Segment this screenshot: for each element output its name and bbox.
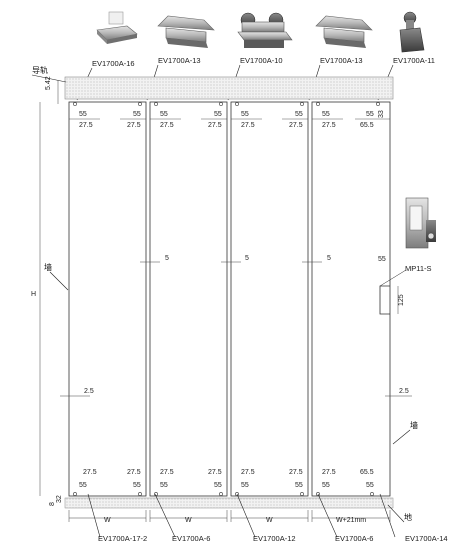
- dim-27-5: 27.5: [127, 122, 141, 129]
- part-label-top-2: EV1700A-13: [158, 56, 201, 65]
- part-label-bottom-1: EV1700A-17-2: [98, 534, 147, 543]
- dim-55: 55: [133, 111, 141, 118]
- width-w-last: W+21mm: [336, 517, 366, 524]
- svg-text:27.5: 27.5: [322, 469, 336, 476]
- end-roller-icon: [399, 11, 425, 53]
- mounting-holes: [73, 102, 380, 496]
- latch-lock-icon: [405, 197, 436, 249]
- svg-text:55: 55: [366, 482, 374, 489]
- svg-text:55: 55: [160, 482, 168, 489]
- svg-text:27.5: 27.5: [208, 469, 222, 476]
- part-label-bottom-4: EV1700A-6: [335, 534, 373, 543]
- svg-text:55: 55: [133, 482, 141, 489]
- svg-text:55: 55: [295, 482, 303, 489]
- svg-text:65.5: 65.5: [360, 469, 374, 476]
- handle-label: MP11-S: [405, 264, 432, 273]
- roller-carriage-icon: [237, 12, 293, 48]
- width-dims: [68, 510, 391, 522]
- gap-5-dim: 5: [245, 255, 249, 262]
- dim-55: 55: [322, 111, 330, 118]
- handle-125-dim: 125: [398, 294, 405, 306]
- handle-cutout: [379, 285, 390, 315]
- panel-4: [311, 101, 391, 497]
- gap-2-5-dim-left: 2.5: [84, 388, 94, 395]
- height-label: H: [31, 291, 36, 298]
- panel-1: [68, 101, 147, 497]
- floor-strip: [64, 497, 394, 509]
- dim-27-5: 27.5: [241, 122, 255, 129]
- panel-2: [149, 101, 228, 497]
- rail-clamp-icon: [315, 15, 373, 48]
- part-label-top-1: EV1700A-16: [92, 59, 135, 68]
- dim-55: 55: [160, 111, 168, 118]
- bracket-clamp-icon: [96, 11, 138, 44]
- bottom-edge-dims: 27.5 55 27.5 55 27.5 55 27.5 55 27.5 55 …: [79, 469, 374, 489]
- width-w-1: W: [104, 517, 111, 524]
- part-label-bottom-5: EV1700A-14: [405, 534, 448, 543]
- floor-label: 地: [404, 512, 412, 522]
- bottom-gap-dim: 32: [56, 495, 63, 503]
- dim-55: 55: [214, 111, 222, 118]
- dim-27-5: 27.5: [289, 122, 303, 129]
- wall-label-right: 墙: [410, 420, 418, 430]
- svg-text:55: 55: [79, 482, 87, 489]
- svg-text:55: 55: [241, 482, 249, 489]
- dim-33: 33: [378, 110, 385, 118]
- svg-text:27.5: 27.5: [241, 469, 255, 476]
- width-w-2: W: [185, 517, 192, 524]
- gap-5-dim: 5: [327, 255, 331, 262]
- rail-gap-dim: 5.42: [45, 76, 52, 90]
- gap-2-5-dim-right: 2.5: [399, 388, 409, 395]
- svg-text:27.5: 27.5: [127, 469, 141, 476]
- dim-27-5: 27.5: [79, 122, 93, 129]
- bottom-leader-lines: [87, 493, 396, 538]
- part-label-bottom-2: EV1700A-6: [172, 534, 210, 543]
- rail-strip: [64, 76, 394, 100]
- rail-clamp-icon: [157, 15, 215, 48]
- dim-27-5: 27.5: [322, 122, 336, 129]
- dim-27-5: 27.5: [160, 122, 174, 129]
- dim-55: 55: [79, 111, 87, 118]
- top-edge-dims: 55 27.5 55 27.5 55 27.5 55 27.5 55 27.5 …: [79, 110, 385, 129]
- svg-text:27.5: 27.5: [83, 469, 97, 476]
- width-w-3: W: [266, 517, 273, 524]
- wall-label-left: 墙: [44, 262, 52, 272]
- part-label-top-5: EV1700A-11: [393, 56, 435, 65]
- part-label-top-4: EV1700A-13: [320, 56, 363, 65]
- svg-text:27.5: 27.5: [289, 469, 303, 476]
- svg-text:55: 55: [214, 482, 222, 489]
- gap-dims: 5 5 5 2.5 2.5: [60, 255, 412, 397]
- dim-27-5: 27.5: [208, 122, 222, 129]
- panel-3: [230, 101, 309, 497]
- rail-label: 导轨: [32, 65, 48, 75]
- gap-5-dim: 5: [165, 255, 169, 262]
- svg-text:27.5: 27.5: [160, 469, 174, 476]
- svg-text:55: 55: [322, 482, 330, 489]
- dim-55: 55: [241, 111, 249, 118]
- bottom-gap-dim-2: 8: [49, 502, 56, 506]
- dim-55: 55: [295, 111, 303, 118]
- door-panels: [68, 101, 391, 497]
- part-label-bottom-3: EV1700A-12: [253, 534, 296, 543]
- handle-55-dim: 55: [378, 256, 386, 263]
- dim-65-5: 65.5: [360, 122, 374, 129]
- dim-55: 55: [366, 111, 374, 118]
- part-label-top-3: EV1700A-10: [240, 56, 283, 65]
